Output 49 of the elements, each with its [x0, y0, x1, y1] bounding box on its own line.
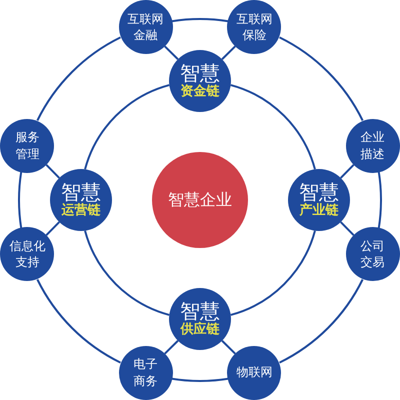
- connector-line: [46, 164, 60, 179]
- circle-node: [118, 0, 173, 54]
- circle-node: [346, 118, 400, 173]
- ring-arc: [172, 378, 228, 382]
- connector-line: [221, 46, 236, 60]
- circle-node: [0, 118, 54, 173]
- node-label: 信息化支持: [8, 238, 46, 272]
- connector-line: [340, 164, 354, 179]
- node-label: 企业描述: [360, 128, 386, 162]
- connector-line: [221, 340, 236, 354]
- connector-line: [340, 221, 354, 236]
- ring-arc: [36, 36, 121, 121]
- circle-node: [227, 0, 282, 54]
- hub-subtitle: 资金链: [180, 84, 220, 100]
- node-label: 互联网金融: [126, 10, 165, 44]
- ring-arc: [279, 279, 364, 364]
- hub-circle: [169, 50, 231, 112]
- ring-arc: [230, 230, 316, 316]
- ring-arc: [172, 18, 228, 22]
- hub-subtitle: 供应链: [180, 322, 220, 338]
- hub-circle: [50, 169, 112, 231]
- circle-node: [346, 227, 400, 282]
- node-label: 公司交易: [360, 238, 386, 272]
- ring-arc: [84, 84, 170, 170]
- connector-line: [46, 221, 60, 236]
- circle-node: [227, 346, 282, 400]
- connector-line: [164, 340, 179, 354]
- circle-node: [118, 346, 173, 400]
- ring-arc: [279, 36, 364, 121]
- node-label: 电子商务: [132, 356, 159, 390]
- node-label: 服务管理: [14, 128, 40, 162]
- hub-subtitle: 运营链: [62, 202, 100, 220]
- hub-circle: [169, 288, 231, 350]
- connector-line: [164, 46, 179, 60]
- ring-arc: [230, 84, 316, 170]
- hub-circle: [288, 169, 350, 231]
- hub-title: 智慧: [299, 180, 339, 203]
- center-label: 智慧企业: [168, 190, 232, 210]
- hub-title: 智慧: [180, 62, 220, 84]
- ring-arc: [84, 230, 170, 316]
- ring-arc: [18, 172, 22, 228]
- hub-subtitle: 产业链: [300, 202, 338, 220]
- hub-title: 智慧: [180, 300, 220, 322]
- node-label: 互联网保险: [235, 10, 274, 44]
- hub-title: 智慧: [61, 180, 101, 203]
- ring-arc: [36, 279, 121, 364]
- ring-arc: [378, 172, 382, 228]
- node-label: 物联网: [236, 364, 272, 381]
- circle-node: [0, 227, 54, 282]
